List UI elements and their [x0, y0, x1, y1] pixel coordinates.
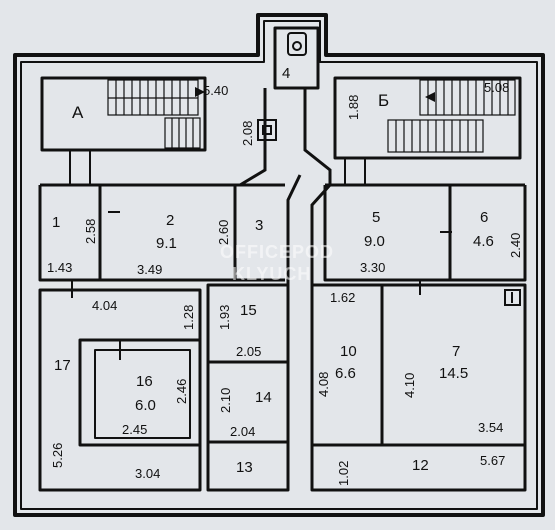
room-16-dim-b: 2.45: [122, 422, 147, 437]
stair-a-dim: 5.40: [203, 83, 228, 98]
stair-b-arrow-icon: [425, 92, 435, 102]
stair-a-arrow-icon: [195, 87, 205, 97]
room-4-dim: 2.08: [240, 121, 255, 146]
watermark-line-1: OFFICEPOD: [220, 242, 334, 262]
room-15-number: 15: [240, 302, 257, 319]
door-markers: [69, 150, 452, 360]
stair-labels: А 5.40 Б 5.08: [72, 80, 509, 122]
room-7-dim-b: 3.54: [478, 420, 503, 435]
walls: [13, 13, 545, 517]
room-14: 14 2.10 2.04: [218, 388, 272, 439]
room-10-number: 10: [340, 343, 357, 360]
room-16-dim-a: 2.46: [174, 379, 189, 404]
shaft-icon: [504, 289, 521, 306]
room-3-dim-height: 2.60: [216, 220, 231, 245]
room-7-dim-a: 4.10: [402, 373, 417, 398]
room-6-number: 6: [480, 209, 488, 226]
room-10: 10 6.6 4.08: [316, 343, 357, 397]
stair-b-treads: [387, 79, 516, 153]
room-12: 12 1.02 5.67: [336, 453, 505, 486]
room-15-dim-b: 2.05: [236, 344, 261, 359]
room-1-dim-height: 2.58: [83, 219, 98, 244]
room-17: 17 4.04 1.28 5.26 3.04: [50, 298, 196, 481]
room-4-number: 4: [282, 65, 290, 82]
stair-b-letter: Б: [378, 91, 389, 110]
room-5: 5 9.0 1.88 3.30 1.62: [330, 95, 385, 305]
watermark: OFFICEPOD KLYUCH: [220, 242, 334, 284]
room-15: 15 1.93 2.05: [217, 302, 261, 359]
room-1: 1 2.58 1.43: [47, 214, 98, 275]
room-17-dim-a: 4.04: [92, 298, 117, 313]
room-2: 2 9.1 3.49: [137, 212, 177, 277]
room-13-number: 13: [236, 459, 253, 476]
room-1-dim-width: 1.43: [47, 260, 72, 275]
room-7-number: 7: [452, 343, 460, 360]
sink-icon: [257, 119, 277, 141]
room-14-number: 14: [255, 389, 272, 406]
room-14-dim-b: 2.04: [230, 424, 255, 439]
room-6-area: 4.6: [473, 233, 494, 250]
room-12-dim-b: 5.67: [480, 453, 505, 468]
room-6-dim: 2.40: [508, 233, 523, 258]
room-5-number: 5: [372, 209, 380, 226]
room-6: 6 4.6 2.40: [473, 209, 523, 258]
room-4: 4 2.08: [240, 65, 290, 146]
room-2-area: 9.1: [156, 235, 177, 252]
room-10-area: 6.6: [335, 365, 356, 382]
room-16: 16 6.0 2.46 2.45: [122, 373, 189, 437]
toilet-icon: [287, 32, 307, 56]
room-5-dim-a: 1.88: [346, 95, 361, 120]
room-12-dim-a: 1.02: [336, 461, 351, 486]
room-5-area: 9.0: [364, 233, 385, 250]
stair-arrows: [195, 87, 435, 102]
room-15-dim-a: 1.93: [217, 305, 232, 330]
room-5-dim-c: 1.62: [330, 290, 355, 305]
central-corridor: [239, 88, 332, 285]
room-10-dim: 4.08: [316, 372, 331, 397]
room-14-dim-a: 2.10: [218, 388, 233, 413]
room-2-dim-width: 3.49: [137, 262, 162, 277]
room-17-dim-d: 3.04: [135, 466, 160, 481]
room-17-number: 17: [54, 357, 71, 374]
room-7-area: 14.5: [439, 365, 468, 382]
stair-a-letter: А: [72, 103, 84, 122]
room-17-dim-c: 5.26: [50, 443, 65, 468]
room-17-dim-b: 1.28: [181, 305, 196, 330]
room-5-dim-b: 3.30: [360, 260, 385, 275]
stair-b-dim: 5.08: [484, 80, 509, 95]
stair-a-treads: [107, 79, 201, 149]
room-16-number: 16: [136, 373, 153, 390]
room-7: 7 14.5 4.10 3.54: [402, 343, 503, 435]
room-13: 13: [236, 459, 253, 476]
room-16-area: 6.0: [135, 397, 156, 414]
room-2-number: 2: [166, 212, 174, 229]
room-3-number: 3: [255, 217, 263, 234]
room-3: 3 2.60: [216, 217, 263, 245]
room-12-number: 12: [412, 457, 429, 474]
room-1-number: 1: [52, 214, 60, 231]
watermark-line-2: KLYUCH: [232, 264, 311, 284]
